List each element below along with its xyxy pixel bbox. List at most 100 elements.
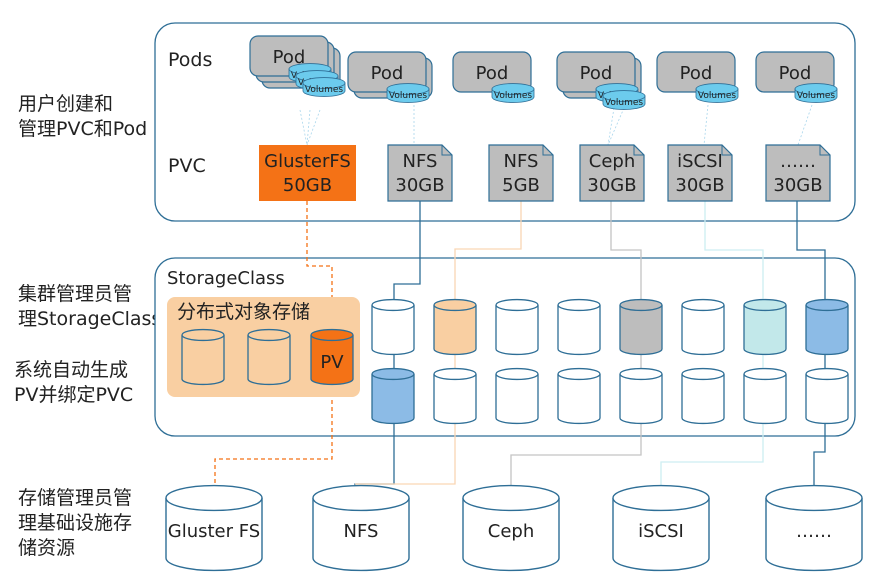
- pvc-document-icon: [387, 144, 453, 202]
- cylinder-body: [495, 374, 539, 425]
- pv-cylinder: [619, 298, 663, 356]
- cylinder-top: [312, 484, 410, 512]
- pv-cylinder: [433, 367, 477, 425]
- cylinder-body: [165, 498, 263, 572]
- cylinder-top: [619, 367, 663, 381]
- storage-backend: iSCSI: [612, 484, 710, 572]
- backend-label: Ceph: [488, 521, 534, 542]
- volume-label: Volumes: [698, 91, 736, 101]
- backend-label: NFS: [344, 521, 379, 542]
- cylinder-top: [805, 367, 849, 381]
- cylinder-body: [310, 335, 354, 386]
- pvc-card: …… 30GB: [765, 144, 831, 202]
- pv-label: PV: [320, 352, 344, 373]
- cylinder-top: [247, 328, 291, 342]
- cylinder-body: [495, 305, 539, 356]
- cylinder-body: [433, 305, 477, 356]
- pvc-size: 50GB: [283, 175, 332, 196]
- pvc-size: 30GB: [587, 175, 636, 196]
- pv-cylinder: [495, 367, 539, 425]
- cylinder-body: [805, 374, 849, 425]
- pvc-size: 5GB: [502, 175, 540, 196]
- cylinder-top: [310, 328, 354, 342]
- pv-cylinder: [557, 298, 601, 356]
- pv-cylinder: [743, 298, 787, 356]
- cylinder-body: [312, 498, 410, 572]
- volume-icon: Volumes: [491, 83, 535, 103]
- storage-backend: Ceph: [462, 484, 560, 572]
- pod-pvc-link: [797, 104, 813, 146]
- link-glusterfs: [214, 201, 333, 495]
- volume-icon: Volumes: [794, 83, 838, 103]
- cylinder-body: [619, 305, 663, 356]
- pvc-fold: [441, 145, 452, 156]
- cylinder-body: [805, 305, 849, 356]
- cylinder-top: [805, 298, 849, 312]
- volume-icon: Volumes: [386, 83, 430, 103]
- pvc-type: ……: [780, 151, 816, 172]
- volume-icon: Volumes: [695, 83, 739, 103]
- side-label-user: 用户创建和 管理PVC和Pod: [18, 93, 148, 140]
- cylinder-body: [743, 374, 787, 425]
- pvc-document-icon: [579, 144, 645, 202]
- pvc-type: Ceph: [589, 151, 635, 172]
- pod-pvc-link: [703, 104, 709, 146]
- pvc-card: GlusterFS 50GB: [259, 145, 356, 201]
- pv-cylinder: [805, 298, 849, 356]
- pod-label: Pod: [476, 63, 509, 84]
- object-storage-group-title: 分布式对象存储: [177, 301, 310, 323]
- pvc-box: [259, 145, 356, 201]
- cylinder-top: [462, 484, 560, 512]
- pod-group: PodVolumesVolumesVolumes: [249, 35, 346, 97]
- cylinder-top: [557, 298, 601, 312]
- cylinder-body: [247, 335, 291, 386]
- pvc-document-icon: [488, 144, 554, 202]
- pod-label: Pod: [680, 63, 713, 84]
- volume-label: Volumes: [494, 91, 532, 101]
- pv-cylinder: [495, 298, 539, 356]
- cylinder-top: [794, 83, 838, 95]
- pv-cylinder: [681, 298, 725, 356]
- pvc-document-icon: [765, 144, 831, 202]
- cylinder-top: [612, 484, 710, 512]
- pv-cylinder: [371, 367, 415, 425]
- pv-grid: [371, 298, 849, 425]
- pod-pvc-link: [306, 109, 311, 146]
- cylinder-top: [165, 484, 263, 512]
- cylinder-top: [602, 90, 646, 102]
- volume-label: Volumes: [797, 91, 835, 101]
- pv-cylinder: [247, 328, 291, 386]
- cylinder-top: [371, 298, 415, 312]
- pvc-type: NFS: [403, 151, 438, 172]
- cylinder-top: [302, 77, 346, 89]
- pvc-card: Ceph 30GB: [579, 144, 645, 202]
- pv-cylinder: [805, 367, 849, 425]
- storage-backend: ……: [765, 484, 863, 572]
- cylinder-body: [181, 335, 225, 386]
- backend-label: Gluster FS: [168, 521, 260, 542]
- cylinder-top: [557, 367, 601, 381]
- pvc-size: 30GB: [773, 175, 822, 196]
- cylinder-top: [495, 298, 539, 312]
- pvc-fold: [542, 145, 553, 156]
- volume-label: Volumes: [605, 98, 643, 108]
- cylinder-body: [681, 305, 725, 356]
- pvc-document-icon: [667, 144, 733, 202]
- volume-label: Volumes: [305, 85, 343, 95]
- cylinder-body: [371, 305, 415, 356]
- pvcs-layer: GlusterFS50GBNFS30GBNFS5GBCeph30GBiSCSI3…: [259, 144, 831, 202]
- pvc-type: iSCSI: [677, 151, 723, 172]
- pvc-row-label: PVC: [168, 155, 206, 177]
- backends-layer: Gluster FS NFS Ceph iSCSI ……: [165, 484, 863, 572]
- pv-cylinder: [681, 367, 725, 425]
- pod-label: Pod: [580, 63, 613, 84]
- cylinder-top: [433, 298, 477, 312]
- cylinder-body: [462, 498, 560, 572]
- side-label-system: 系统自动生成 PV并绑定PVC: [14, 359, 134, 406]
- pvc-type: GlusterFS: [264, 151, 351, 172]
